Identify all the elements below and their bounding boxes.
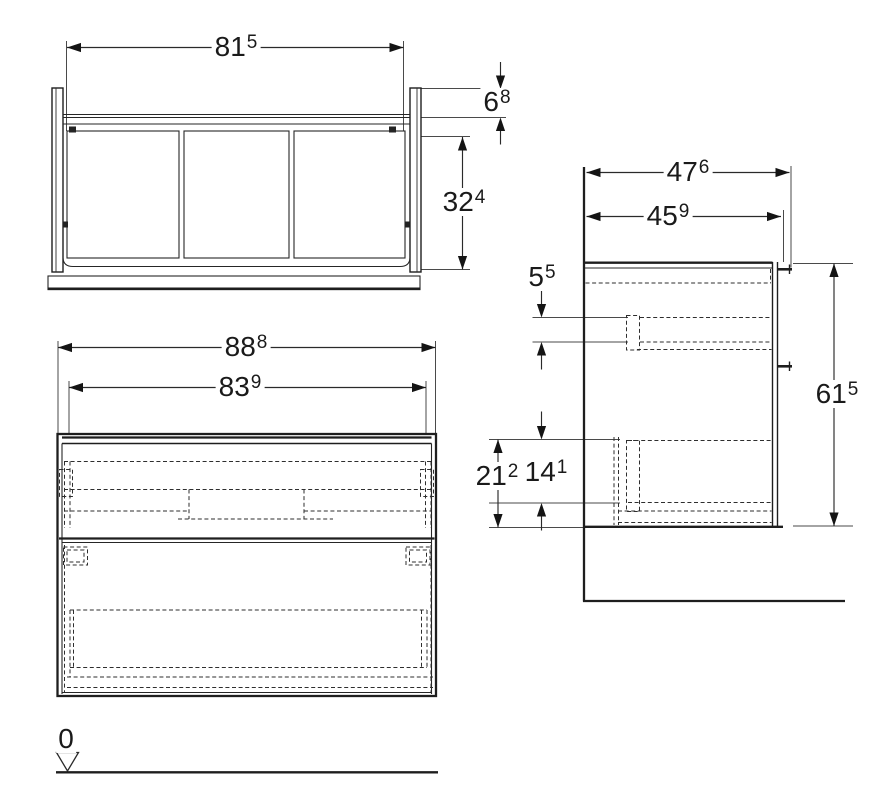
dim-label-bottom-clearance: 212 — [472, 462, 522, 490]
dim-label-apron-height: 68 — [480, 88, 514, 116]
dim-label-drawer-top-offset: 55 — [525, 263, 559, 291]
dim-label-front-width-inner: 839 — [215, 373, 265, 401]
dim-label-top-depth: 324 — [439, 188, 489, 216]
dim-label-drawer-front-height: 141 — [521, 458, 571, 486]
side-view — [489, 166, 853, 603]
datum-symbol — [55, 751, 438, 774]
dim-label-top-width: 815 — [211, 33, 261, 61]
dim-label-front-width-outer: 888 — [221, 333, 271, 361]
front-view — [56, 341, 438, 698]
dim-label-cabinet-height: 615 — [812, 380, 862, 408]
dim-label-side-depth-inner: 459 — [643, 202, 693, 230]
datum-zero-label: 0 — [56, 723, 76, 754]
top-view — [47, 41, 506, 291]
dim-label-side-depth-outer: 476 — [663, 158, 713, 186]
